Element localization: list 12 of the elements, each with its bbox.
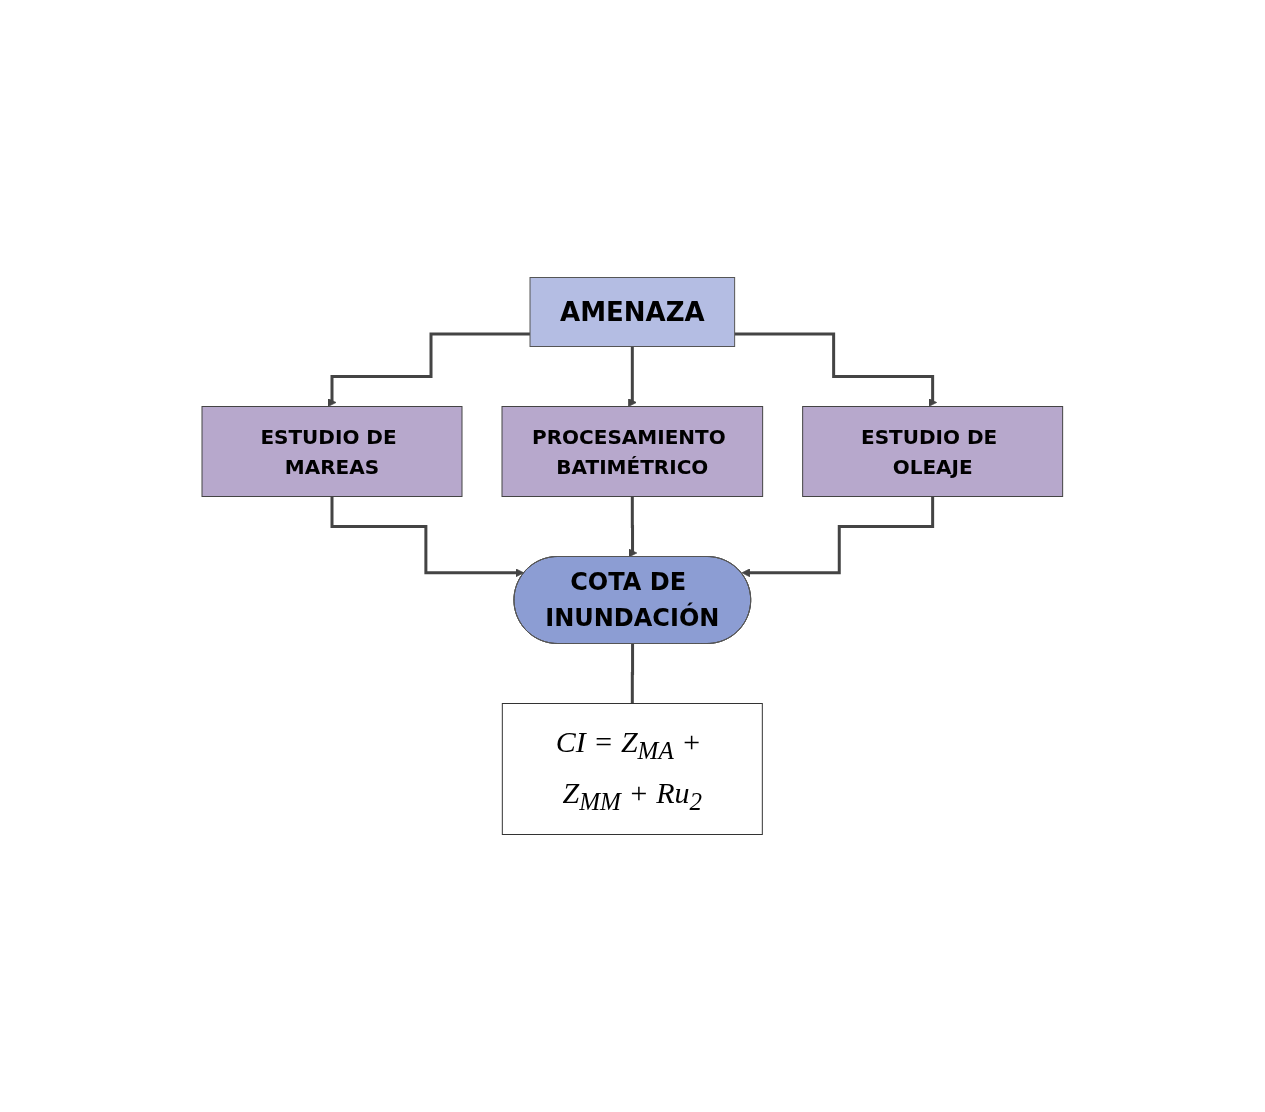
connector bbox=[631, 642, 635, 705]
arrow bbox=[628, 495, 638, 558]
node-box bbox=[501, 406, 764, 497]
arrow bbox=[628, 345, 637, 407]
arrow bbox=[741, 495, 935, 578]
node-box bbox=[502, 703, 763, 835]
arrow bbox=[734, 332, 938, 407]
arrow bbox=[327, 332, 531, 407]
node-box bbox=[529, 277, 736, 347]
node-box bbox=[802, 406, 1064, 497]
node-box bbox=[201, 406, 463, 497]
arrow bbox=[330, 495, 525, 578]
